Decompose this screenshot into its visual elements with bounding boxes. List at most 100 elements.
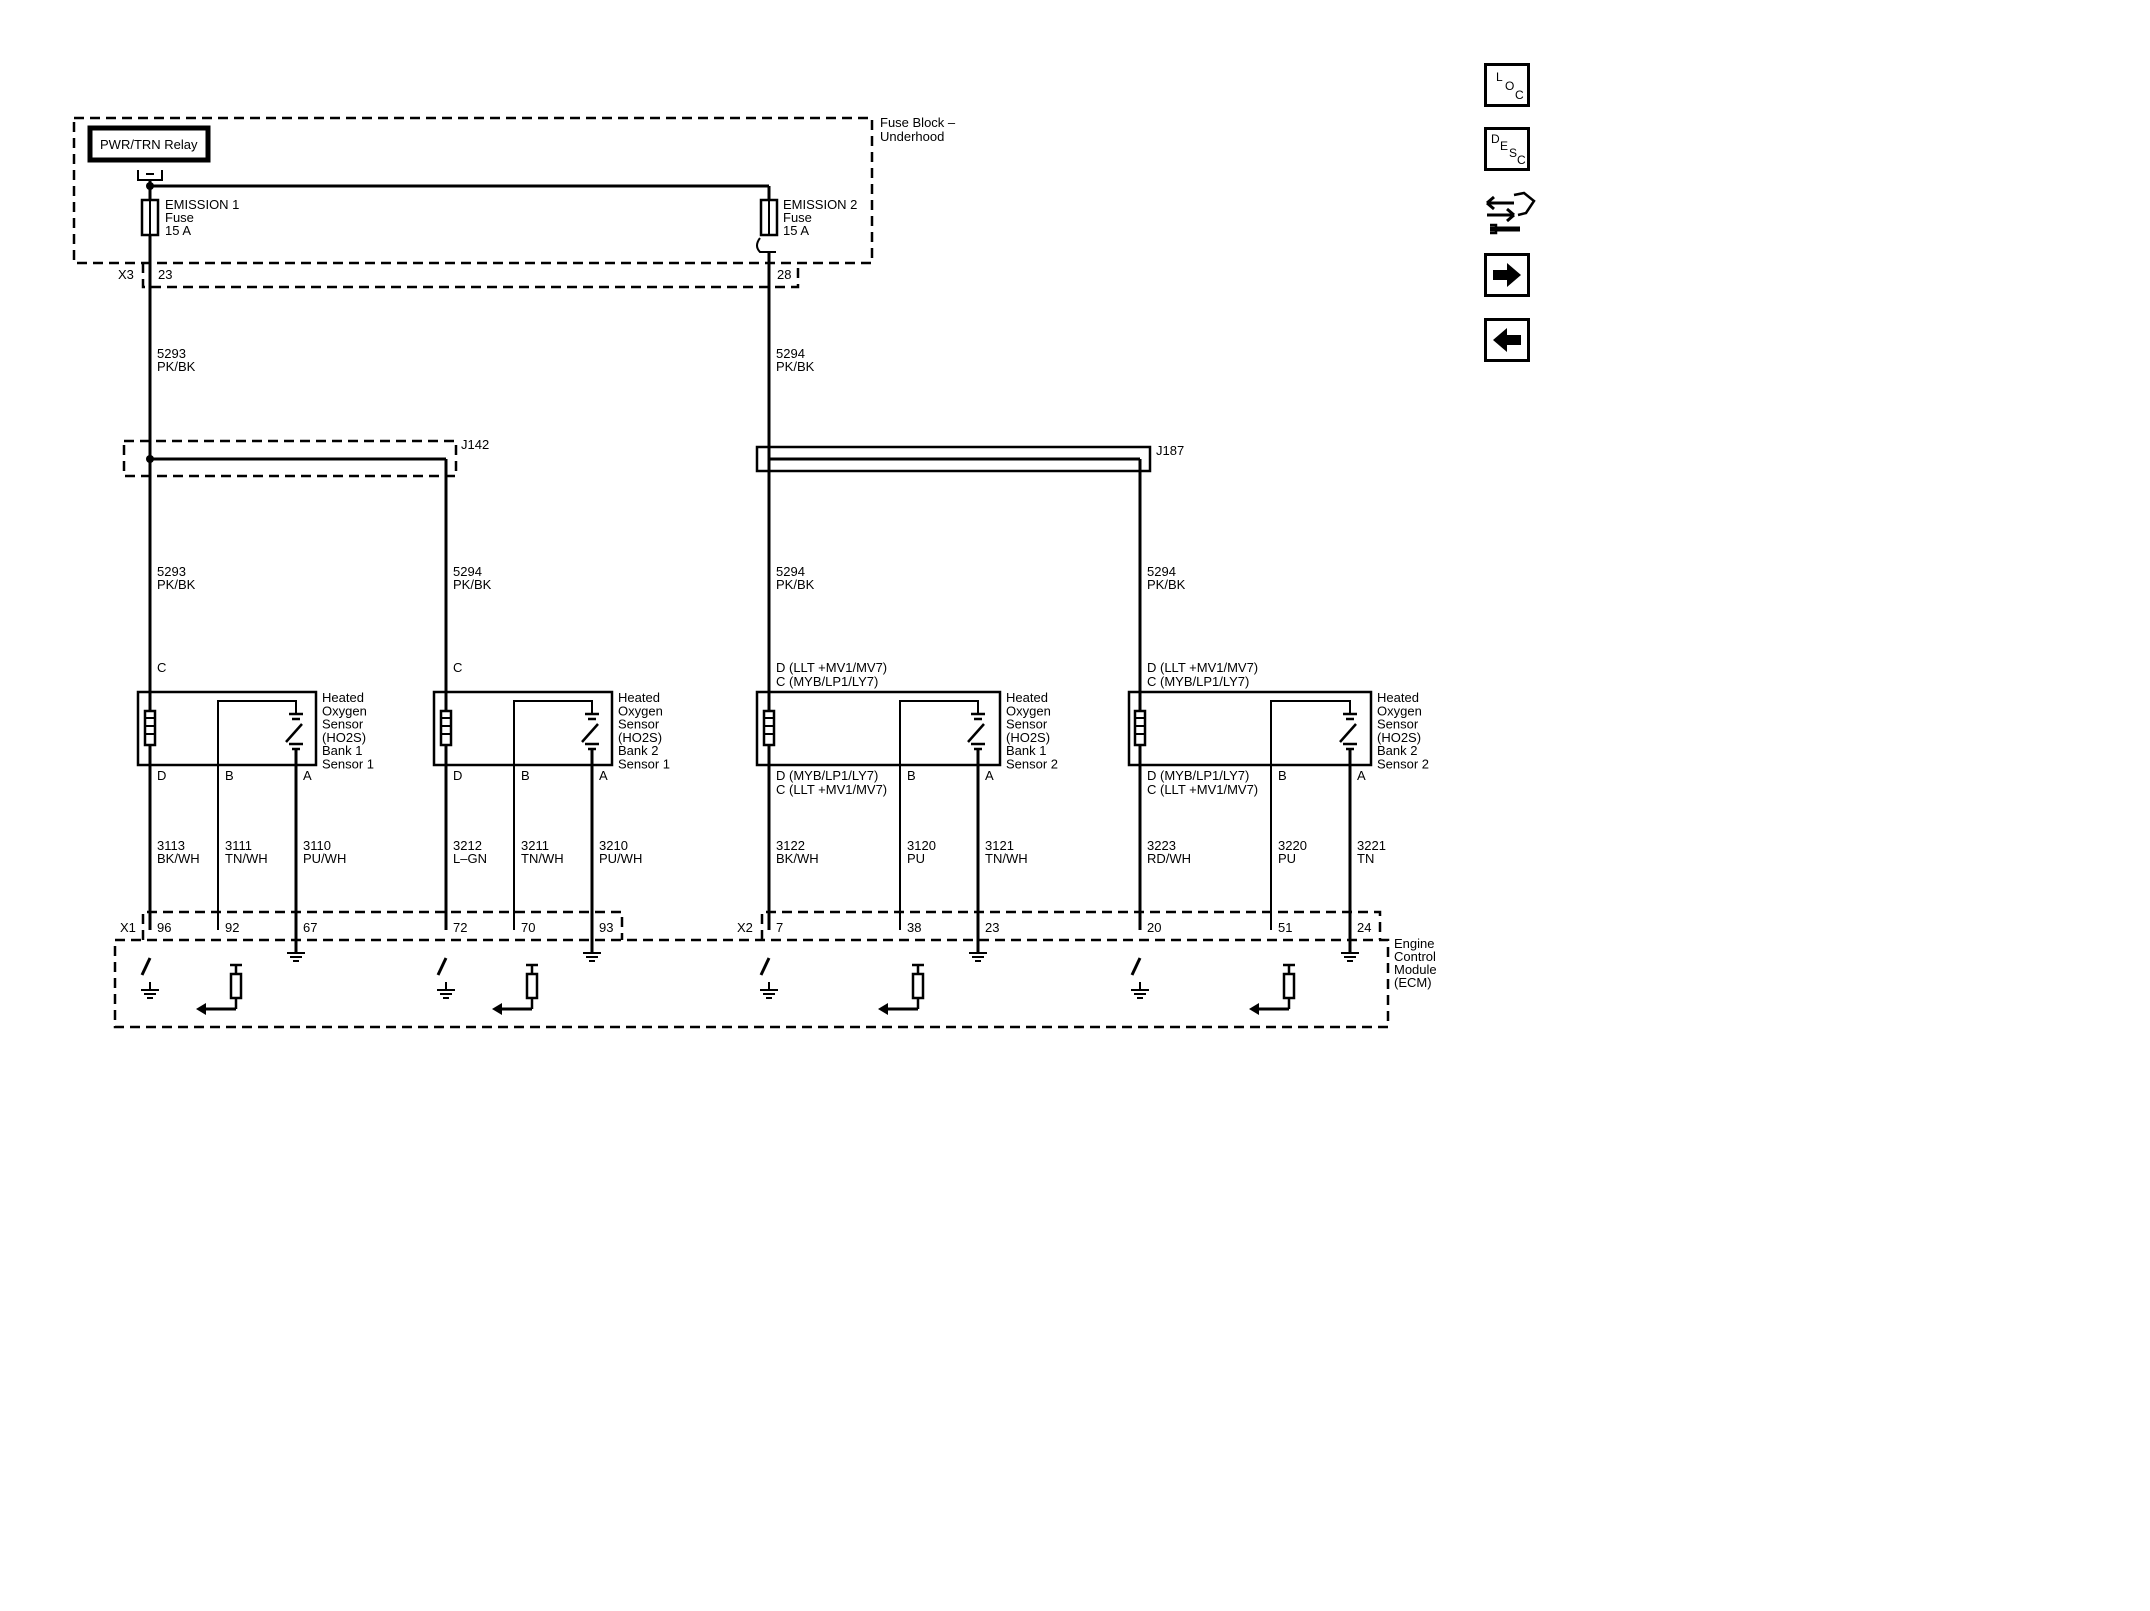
loc-button[interactable]: L O C [1484,63,1530,107]
sensor-2-wire-3-color: PU/WH [599,851,642,866]
sensor-4-name-line: Heated [1377,690,1419,705]
sensor-4-pin-a: A [1357,768,1366,783]
sensor-1-wire-1-circuit: 3113 [157,838,185,853]
x1-connector [141,910,624,940]
sensor-2-name-line: Bank 2 [618,743,658,758]
x3-pin-23: 23 [158,267,172,282]
loc-letter-c: C [1515,88,1524,102]
sensor-4-name-line: Oxygen [1377,703,1422,718]
sensor-1-pin-d: D [157,768,166,783]
x3-connector [141,263,800,289]
sensor-4-pin-d: D (MYB/LP1/LY7) [1147,768,1249,783]
sensor-1-wire-3-circuit: 3110 [303,838,331,853]
sensor-1-name-line: (HO2S) [322,730,366,745]
fuse-block-outline [72,116,874,265]
prev-button[interactable] [1484,318,1530,362]
fuse-1-type: Fuse [165,210,194,225]
sensor-3-name-line: Bank 1 [1006,743,1046,758]
connector-tool-icon[interactable] [1484,189,1536,241]
feed-wire-3-circuit: 5294 [776,564,805,579]
sensor-1-name-line: Oxygen [322,703,367,718]
sensor-1-wire-2-color: TN/WH [225,851,268,866]
x2-label: X2 [737,920,753,935]
loc-letter-l: L [1496,70,1503,84]
relay-box [87,125,211,163]
sensor-3-ecm-pin-1: 7 [776,920,783,935]
sensor-2-ecm-pin-3: 93 [599,920,613,935]
j187-label: J187 [1156,443,1184,458]
wire-5293-circuit: 5293 [157,346,186,361]
sensor-3-ecm-low-switch [759,957,771,976]
sensor-4-heater [1133,709,1147,747]
sensor-3-pin-d-alt: C (LLT +MV1/MV7) [776,782,887,797]
arrow-right-icon [1493,263,1521,287]
sensor-1-pin-b: B [225,768,234,783]
sensor-2-ecm-pin-2: 70 [521,920,535,935]
wiring-diagram: Fuse Block – Underhood PWR/TRN Relay EMI… [72,115,1437,1029]
sensor-2-wire-1-circuit: 3212 [453,838,482,853]
sensor-4-wire-2-color: PU [1278,851,1296,866]
sensor-2-wire-2-circuit: 3211 [521,838,549,853]
sensor-2-name-line: Oxygen [618,703,663,718]
sensor-1-name-line: Bank 1 [322,743,362,758]
feed-wire-4-color: PK/BK [1147,577,1186,592]
desc-button[interactable]: D E S C [1484,127,1530,171]
desc-letter-d: D [1491,132,1500,146]
sensor-3-top-pin: D (LLT +MV1/MV7) [776,660,887,675]
sensor-4-signal-loop [1270,700,1351,930]
sensor-4-box [1127,690,1373,767]
sensor-3-wire-3-circuit: 3121 [985,838,1014,853]
ecm-label-1: Engine [1394,936,1434,951]
sensor-1-wire-3-color: PU/WH [303,851,346,866]
sensor-1-wire-2-circuit: 3111 [225,838,252,853]
sensor-4-ecm-pin-1: 20 [1147,920,1161,935]
sensor-4-pin-d-alt: C (LLT +MV1/MV7) [1147,782,1258,797]
sensor-1-wire-1-color: BK/WH [157,851,200,866]
sensor-4-wire-3-color: TN [1357,851,1374,866]
sensor-4-name-line: Sensor 2 [1377,757,1429,772]
next-button[interactable] [1484,253,1530,297]
sensor-4-ecm-pin-2: 51 [1278,920,1292,935]
sensor-1-signal-loop [217,700,297,930]
sensor-3-name-line: Sensor [1006,717,1048,732]
arrow-left-icon [1493,328,1521,352]
x1-label: X1 [120,920,136,935]
j142-label: J142 [461,437,489,452]
sensor-2-pin-b: B [521,768,530,783]
sensor-3-wire-2-circuit: 3120 [907,838,936,853]
sensor-1-pin-a: A [303,768,312,783]
sensor-1-box [136,690,318,767]
feed-wire-1-circuit: 5293 [157,564,186,579]
sensor-1-ecm-low-switch [140,957,152,976]
desc-letter-s: S [1509,146,1518,160]
sensor-4-name-line: (HO2S) [1377,730,1421,745]
sensor-2-name-line: Sensor [618,717,660,732]
x2-connector [760,910,1382,940]
sensor-4-wire-3-circuit: 3221 [1357,838,1386,853]
feed-wire-4-circuit: 5294 [1147,564,1176,579]
sensor-3-wire-1-color: BK/WH [776,851,819,866]
sensor-4-name-line: Sensor [1377,717,1419,732]
sensor-1-ecm-pin-1: 96 [157,920,171,935]
fuse-2-rating: 15 A [783,223,809,238]
splice-j187 [755,445,1152,473]
sensor-4-pin-b: B [1278,768,1287,783]
sensor-3-heater [762,709,776,747]
fuse-block-label-2: Underhood [880,129,944,144]
feed-wire-3-color: PK/BK [776,577,815,592]
fuse-2-name: EMISSION 2 [783,197,857,212]
feed-wire-2-circuit: 5294 [453,564,482,579]
sensor-2-signal-loop [513,700,593,930]
x3-label: X3 [118,267,134,282]
sensor-2-name-line: (HO2S) [618,730,662,745]
sensor-1-top-pin: C [157,660,166,675]
sensor-1-name-line: Heated [322,690,364,705]
sensor-3-switch [967,723,985,743]
sensor-4-wire-1-circuit: 3223 [1147,838,1176,853]
sensor-1-ecm-resistor [229,972,243,1000]
sensor-3-wire-1-circuit: 3122 [776,838,805,853]
sensor-4-ecm-pin-3: 24 [1357,920,1371,935]
sensor-1-ecm-pin-2: 92 [225,920,239,935]
sensor-2-ecm-resistor [525,972,539,1000]
desc-letter-c: C [1517,153,1526,167]
